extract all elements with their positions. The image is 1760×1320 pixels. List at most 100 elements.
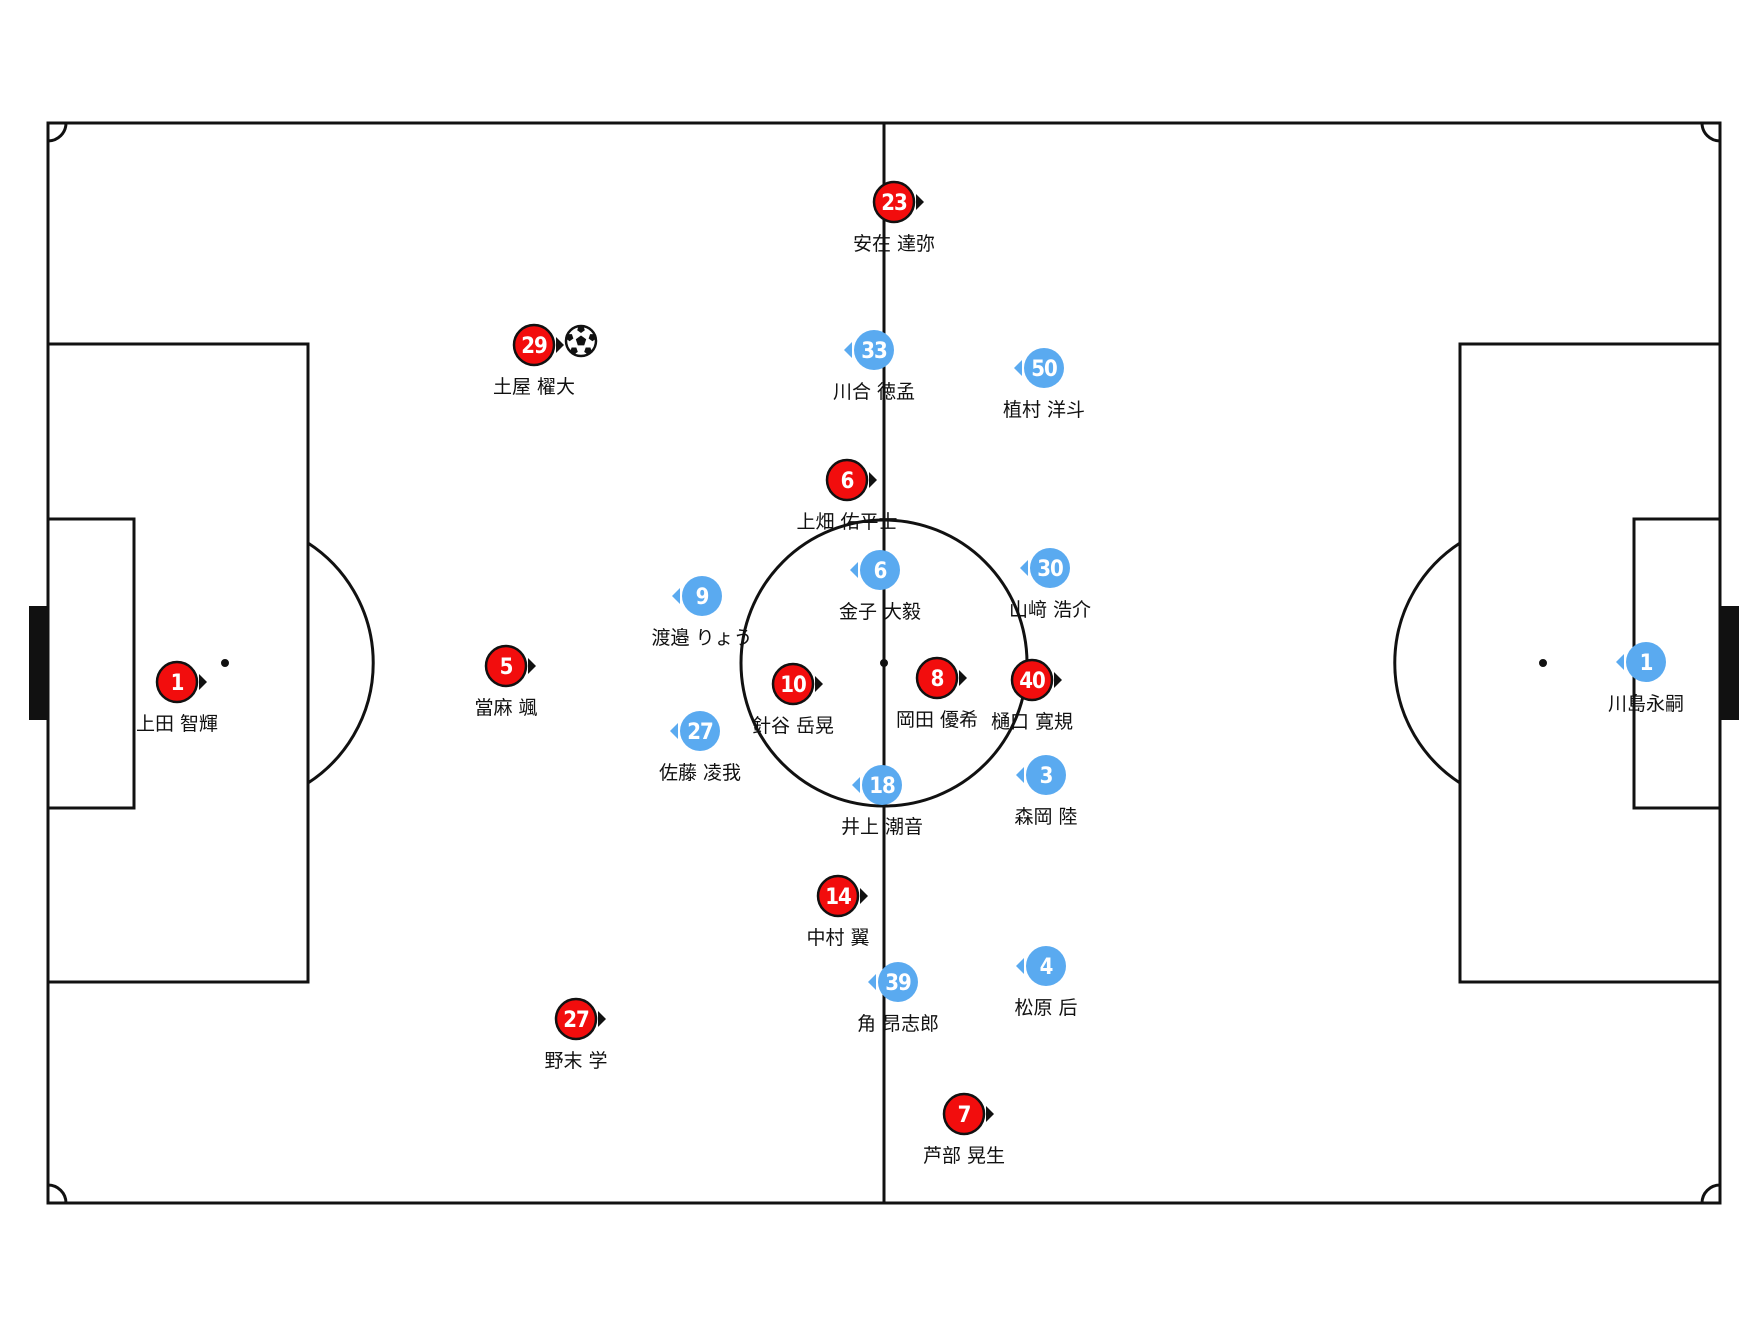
- player-number: 6: [874, 559, 887, 584]
- corner-arc-top-right: [1700, 122, 1721, 143]
- player-name: 岡田 優希: [896, 709, 978, 731]
- player-marker-home-8: 8 岡田 優希: [896, 656, 978, 731]
- right-penalty-area: [1458, 342, 1722, 984]
- left-penalty-spot: [221, 659, 229, 667]
- player-name: 井上 潮音: [841, 816, 923, 838]
- player-name: 川合 徳孟: [833, 381, 915, 403]
- player-circle: [915, 656, 959, 700]
- player-number: 50: [1031, 357, 1057, 382]
- player-circle: [771, 662, 815, 706]
- player-marker-away-39: 39 角 昂志郎: [857, 962, 939, 1035]
- direction-arrow-icon: [868, 974, 876, 990]
- direction-arrow-icon: [860, 888, 868, 904]
- player-marker-away-9: 9 渡邉 りょう: [651, 576, 753, 649]
- player-name: 土屋 櫂大: [493, 376, 575, 398]
- player-name: 野末 学: [544, 1050, 607, 1072]
- player-name: 金子 大毅: [839, 601, 921, 623]
- left-penalty-arc: [307, 541, 375, 785]
- right-penalty-spot: [1539, 659, 1547, 667]
- player-circle: [860, 550, 900, 590]
- player-name: 當麻 颯: [474, 697, 537, 719]
- player-number: 9: [696, 585, 709, 610]
- pitch-markings: [46, 121, 1722, 1205]
- left-goal: [29, 606, 48, 720]
- player-number: 29: [521, 334, 547, 359]
- player-number: 10: [780, 673, 806, 698]
- player-name: 樋口 寛規: [991, 711, 1073, 733]
- player-name: 松原 后: [1014, 997, 1077, 1019]
- player-number: 39: [885, 971, 911, 996]
- player-name: 佐藤 凌我: [659, 762, 741, 784]
- player-circle: [862, 765, 902, 805]
- direction-arrow-icon: [844, 342, 852, 358]
- player-name: 上田 智輝: [136, 713, 218, 735]
- player-number: 3: [1040, 764, 1053, 789]
- player-circle: [1024, 348, 1064, 388]
- player-circle: [1026, 755, 1066, 795]
- player-circle: [942, 1092, 986, 1136]
- player-name: 上畑 佑平士: [796, 511, 897, 533]
- player-number: 30: [1037, 557, 1063, 582]
- player-name: 芦部 晃生: [923, 1145, 1005, 1167]
- direction-arrow-icon: [869, 472, 877, 488]
- player-marker-away-30: 30 山﨑 浩介: [1009, 548, 1091, 621]
- player-circle: [825, 458, 869, 502]
- direction-arrow-icon: [1054, 672, 1062, 688]
- player-circle: [1626, 642, 1666, 682]
- player-circle: [872, 180, 916, 224]
- player-circle: [682, 576, 722, 616]
- right-penalty-arc: [1393, 541, 1461, 785]
- player-circle: [554, 997, 598, 1041]
- player-marker-home-40: 40 樋口 寛規: [991, 658, 1073, 733]
- corner-arc-bottom-left: [47, 1183, 68, 1204]
- player-number: 6: [841, 469, 854, 494]
- player-marker-home-7: 7芦部 晃生: [923, 1092, 1005, 1167]
- direction-arrow-icon: [850, 562, 858, 578]
- player-name: 針谷 岳晃: [752, 715, 834, 737]
- player-marker-home-10: 10 針谷 岳晃: [752, 662, 834, 737]
- player-name: 角 昂志郎: [857, 1013, 939, 1035]
- player-number: 14: [825, 885, 851, 910]
- direction-arrow-icon: [1616, 654, 1624, 670]
- right-goal: [1720, 606, 1739, 720]
- direction-arrow-icon: [986, 1106, 994, 1122]
- player-marker-home-29: 29 土屋 櫂大: [493, 323, 598, 398]
- player-circle: [1010, 658, 1054, 702]
- player-marker-away-6: 6 金子 大毅: [839, 550, 921, 623]
- direction-arrow-icon: [528, 658, 536, 674]
- player-name: 安在 達弥: [853, 233, 935, 255]
- player-circle: [1026, 946, 1066, 986]
- player-name: 渡邉 りょう: [651, 627, 752, 649]
- center-spot: [880, 659, 888, 667]
- player-name: 中村 翼: [806, 927, 869, 949]
- player-number: 27: [687, 720, 713, 745]
- direction-arrow-icon: [672, 588, 680, 604]
- player-marker-away-3: 3森岡 陸: [1014, 755, 1078, 828]
- player-marker-home-5: 5當麻 颯: [474, 644, 538, 719]
- player-marker-away-33: 33 川合 徳孟: [833, 330, 915, 403]
- player-number: 8: [931, 667, 944, 692]
- direction-arrow-icon: [556, 337, 564, 353]
- player-number: 33: [861, 339, 887, 364]
- player-marker-away-50: 50 植村 洋斗: [1003, 348, 1085, 421]
- player-marker-home-6: 6 上畑 佑平士: [796, 458, 898, 533]
- corner-arc-bottom-right: [1700, 1183, 1721, 1204]
- player-name: 植村 洋斗: [1003, 399, 1085, 421]
- corner-arc-top-left: [47, 122, 68, 143]
- player-marker-home-14: 14 中村 翼: [806, 874, 870, 949]
- player-name: 山﨑 浩介: [1009, 599, 1091, 621]
- player-marker-away-27: 27 佐藤 凌我: [659, 711, 741, 784]
- player-marker-home-1: 1 上田 智輝: [136, 660, 218, 735]
- player-number: 1: [1640, 651, 1653, 676]
- player-circle: [484, 644, 528, 688]
- player-circle: [854, 330, 894, 370]
- direction-arrow-icon: [670, 723, 678, 739]
- left-goal-area: [46, 517, 136, 810]
- player-number: 40: [1019, 669, 1045, 694]
- player-number: 1: [171, 671, 184, 696]
